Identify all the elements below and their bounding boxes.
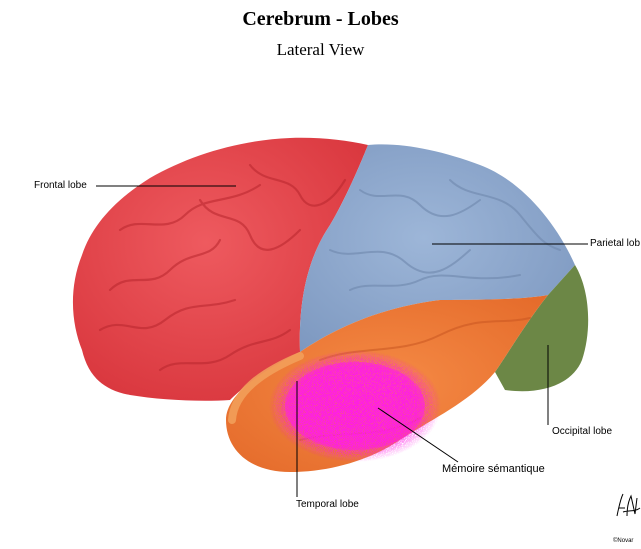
- occipital-lobe-label: Occipital lobe: [552, 426, 612, 437]
- artist-signature: [613, 490, 641, 520]
- copyright-text: ©Novar: [613, 538, 633, 544]
- temporal-lobe-label: Temporal lobe: [296, 499, 359, 510]
- semantic-memory-label: Mémoire sémantique: [442, 463, 545, 475]
- semantic-memory-core: [285, 362, 425, 450]
- parietal-lobe-label: Parietal lob: [590, 238, 640, 249]
- frontal-lobe-label: Frontal lobe: [34, 180, 87, 191]
